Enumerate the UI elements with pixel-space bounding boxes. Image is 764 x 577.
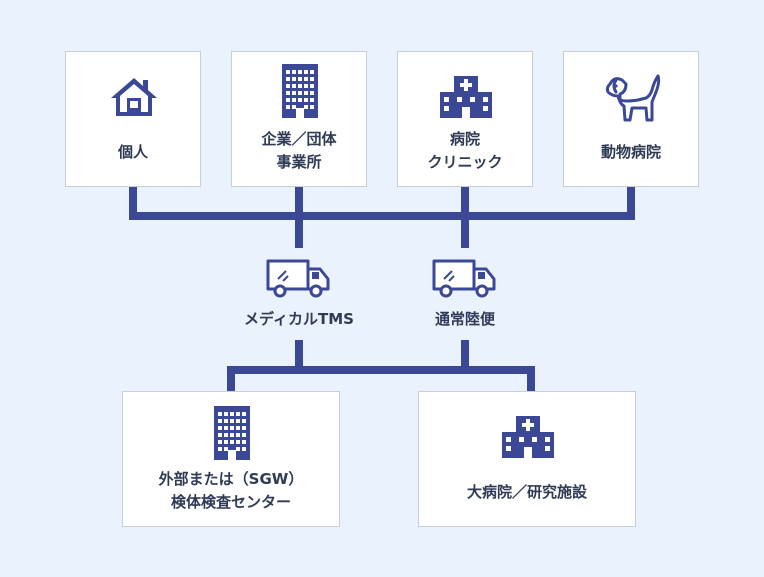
- node-animal-hospital: 動物病院: [563, 51, 699, 187]
- node-label: 大病院／研究施設: [466, 483, 587, 501]
- office-building-icon: [214, 406, 250, 460]
- node-hospital: 病院 クリニック: [397, 51, 533, 187]
- node-label: 事業所: [276, 153, 322, 171]
- dog-icon: [605, 74, 661, 122]
- house-icon: [111, 78, 157, 116]
- node-label: クリニック: [427, 153, 503, 171]
- hospital-icon: [502, 416, 554, 458]
- node-label: 病院: [449, 130, 480, 148]
- node-label: 個人: [117, 143, 148, 161]
- node-label: 外部または（SGW）: [158, 470, 304, 488]
- node-individual: 個人: [65, 51, 201, 187]
- hospital-icon: [440, 76, 492, 118]
- node-research-facility: 大病院／研究施設: [418, 391, 636, 527]
- transport-label-medical-tms: メディカルTMS: [244, 310, 354, 328]
- node-label: 企業／団体: [261, 130, 337, 148]
- node-label: 検体検査センター: [170, 493, 291, 511]
- node-label: 動物病院: [600, 143, 661, 161]
- truck-icon: [432, 259, 496, 298]
- office-building-icon: [282, 64, 318, 118]
- transport-label-ground: 通常陸便: [434, 310, 495, 328]
- node-lab-center: 外部または（SGW） 検体検査センター: [122, 391, 340, 527]
- truck-icon: [266, 259, 330, 298]
- node-company: 企業／団体 事業所: [231, 51, 367, 187]
